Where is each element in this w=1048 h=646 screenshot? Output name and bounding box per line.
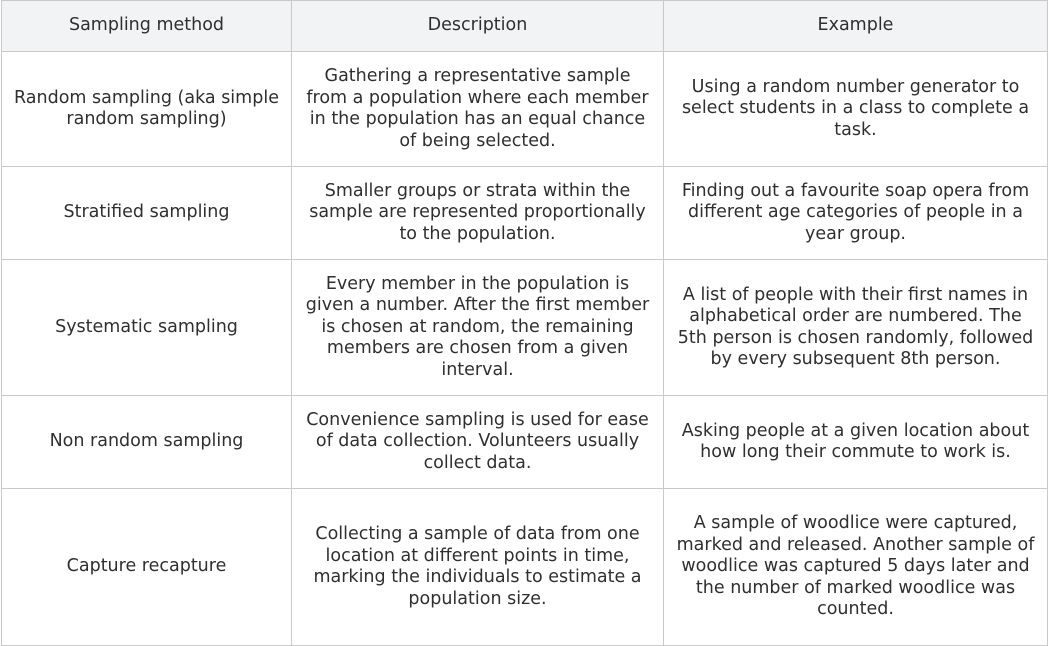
example-cell: Finding out a favourite soap opera from … — [663, 166, 1048, 260]
header-description: Description — [291, 0, 664, 52]
table-row: Non random sampling Convenience sampling… — [1, 395, 1048, 489]
example-cell: Asking people at a given location about … — [663, 395, 1048, 489]
method-cell: Random sampling (aka simple random sampl… — [1, 51, 292, 167]
table-row: Random sampling (aka simple random sampl… — [1, 51, 1048, 167]
example-cell: A sample of woodlice were captured, mark… — [663, 488, 1048, 646]
description-cell: Collecting a sample of data from one loc… — [291, 488, 664, 646]
method-cell: Stratified sampling — [1, 166, 292, 260]
table-row: Capture recapture Collecting a sample of… — [1, 488, 1048, 646]
method-cell: Capture recapture — [1, 488, 292, 646]
example-cell: A list of people with their first names … — [663, 259, 1048, 396]
example-cell: Using a random number generator to selec… — [663, 51, 1048, 167]
description-cell: Smaller groups or strata within the samp… — [291, 166, 664, 260]
method-cell: Non random sampling — [1, 395, 292, 489]
description-cell: Every member in the population is given … — [291, 259, 664, 396]
method-cell: Systematic sampling — [1, 259, 292, 396]
description-cell: Convenience sampling is used for ease of… — [291, 395, 664, 489]
table-row: Systematic sampling Every member in the … — [1, 259, 1048, 396]
description-cell: Gathering a representative sample from a… — [291, 51, 664, 167]
table-header: Sampling method Description Example — [1, 0, 1048, 52]
header-example: Example — [663, 0, 1048, 52]
table-body: Random sampling (aka simple random sampl… — [1, 51, 1048, 646]
header-sampling-method: Sampling method — [1, 0, 292, 52]
table-row: Stratified sampling Smaller groups or st… — [1, 166, 1048, 260]
header-row: Sampling method Description Example — [1, 0, 1048, 52]
